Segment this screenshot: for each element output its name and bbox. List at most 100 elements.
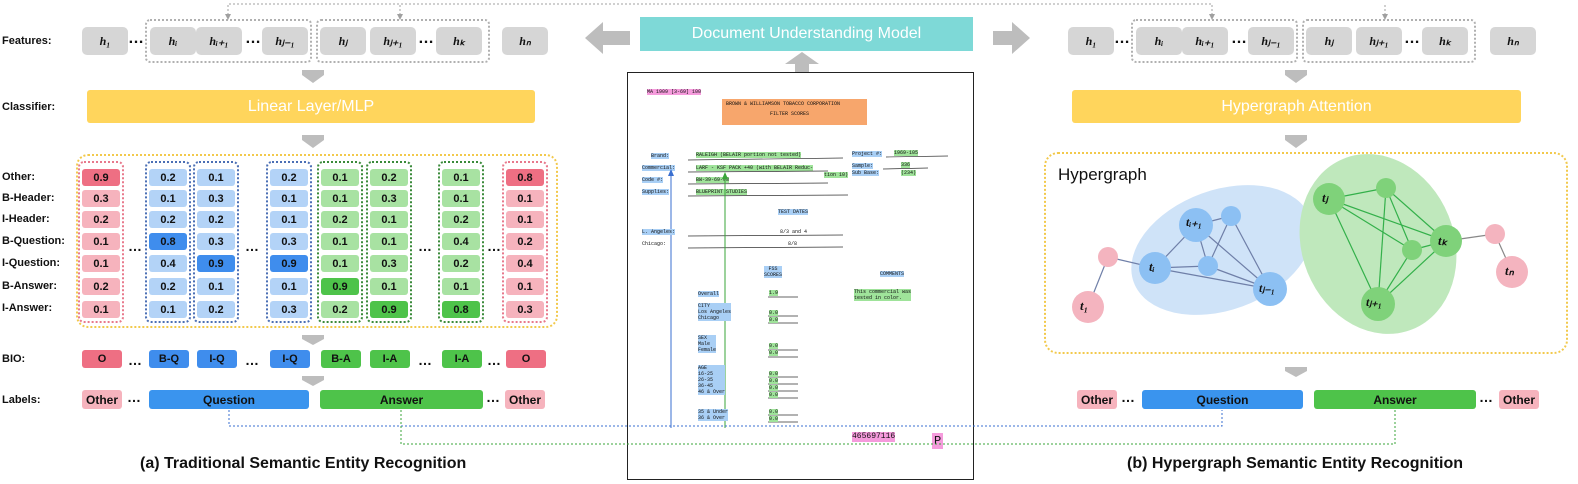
doc-a-project: 1969-105 bbox=[894, 150, 919, 156]
doc-age-1: 16-25 bbox=[698, 371, 714, 377]
node-t1 bbox=[1072, 291, 1104, 323]
down-arrow-icon bbox=[302, 135, 324, 140]
doc-city-h: CITY bbox=[698, 303, 711, 309]
b-header-label: B-Header: bbox=[2, 192, 55, 204]
doc-v10: 0.0 bbox=[769, 416, 779, 422]
down-arrow-icon bbox=[1285, 140, 1307, 148]
doc-v8: 0.0 bbox=[769, 392, 779, 398]
doc-v3: 0.0 bbox=[769, 343, 779, 349]
prob-cell: 0.1 bbox=[442, 278, 480, 295]
prob-cell: 0.4 bbox=[442, 233, 480, 250]
prob-cell: 0.3 bbox=[270, 233, 308, 250]
feature-group-i bbox=[145, 19, 312, 63]
doc-v5: 0.0 bbox=[769, 371, 779, 377]
hypergraph-box bbox=[1044, 152, 1568, 354]
bio-tag: B-A bbox=[321, 350, 361, 368]
prob-cell: 0.1 bbox=[370, 211, 408, 228]
feature-hi: hᵢ bbox=[150, 27, 196, 55]
prob-cell: 0.1 bbox=[506, 278, 544, 295]
node-label-t1: t₁ bbox=[1080, 298, 1089, 313]
doc-q-supplies: Supplies: bbox=[642, 189, 670, 195]
right-label-other: Other bbox=[1077, 390, 1117, 409]
prob-cell: 0.2 bbox=[321, 211, 359, 228]
up-arrow-icon bbox=[785, 52, 819, 74]
prob-cell: 0.2 bbox=[149, 278, 187, 295]
doc-q-brand: Brand: bbox=[651, 153, 670, 159]
hypergraph bbox=[1072, 154, 1528, 334]
prob-cell: 0.1 bbox=[82, 255, 120, 272]
doc-q-code: Code #: bbox=[642, 177, 664, 183]
feature-hk: hₖ bbox=[436, 27, 482, 55]
prob-column-box bbox=[317, 161, 363, 323]
label-dots: … bbox=[1479, 389, 1494, 405]
labels-label: Labels: bbox=[2, 394, 41, 406]
probability-table bbox=[76, 154, 558, 328]
prob-cell: 0.2 bbox=[370, 169, 408, 186]
node-tj bbox=[1313, 183, 1345, 215]
feature-hj1: hⱼ₊₁ bbox=[370, 27, 416, 55]
node-tj-1 bbox=[1253, 272, 1287, 306]
down-arrow-icon bbox=[302, 140, 324, 148]
ellipsis-dots: … bbox=[487, 352, 502, 368]
bio-tag: O bbox=[82, 350, 122, 368]
node-tk bbox=[1430, 225, 1462, 257]
node-label-tn: tₙ bbox=[1505, 263, 1514, 278]
node-other2 bbox=[1485, 224, 1505, 244]
prob-cell: 0.1 bbox=[321, 255, 359, 272]
node-a2 bbox=[1402, 240, 1422, 260]
node-tj1 bbox=[1361, 287, 1395, 321]
doc-v2: 0.0 bbox=[769, 317, 779, 323]
doc-comment-2: tested in color. bbox=[854, 295, 903, 301]
prob-cell: 0.2 bbox=[442, 255, 480, 272]
prob-cell: 0.1 bbox=[82, 301, 120, 318]
node-q bbox=[1221, 206, 1241, 226]
prob-cell: 0.2 bbox=[197, 301, 235, 318]
feature-dots: … bbox=[245, 30, 262, 47]
node-ti bbox=[1139, 252, 1171, 284]
feature-dots: … bbox=[1404, 30, 1421, 47]
doc-age: AGE 16-25 26-35 36-45 46 & Over bbox=[698, 365, 726, 395]
feature-group-i-right bbox=[1131, 19, 1298, 63]
down-arrow-icon bbox=[302, 380, 324, 386]
prob-cell: 0.1 bbox=[270, 190, 308, 207]
doc-test-dates: TEST DATES bbox=[778, 209, 809, 215]
feature-hi-right: hᵢ bbox=[1136, 27, 1182, 55]
feature-h1-right: h₁ bbox=[1068, 27, 1114, 55]
prob-cell: 0.1 bbox=[270, 278, 308, 295]
feature-dots: … bbox=[1231, 30, 1248, 47]
feature-dots: … bbox=[1114, 30, 1131, 47]
doc-overall: Overall bbox=[698, 291, 720, 297]
bio-tag: I-A bbox=[442, 350, 482, 368]
ellipsis-dots: … bbox=[418, 238, 433, 254]
doc-q-la: L. Angeles: bbox=[642, 229, 676, 235]
doc-a-chi: 8/8 bbox=[788, 241, 798, 247]
doc-age-h: AGE bbox=[698, 365, 708, 371]
prob-cell: 0.1 bbox=[197, 278, 235, 295]
prob-cell: 0.9 bbox=[197, 255, 235, 272]
doc-q-chi: Chicago: bbox=[642, 241, 667, 247]
prob-column-box bbox=[145, 161, 191, 323]
bio-tag: O bbox=[506, 350, 546, 368]
doc-sex-f: Female bbox=[698, 347, 717, 353]
prob-column-box bbox=[438, 161, 484, 323]
feature-hi1-right: hᵢ₊₁ bbox=[1182, 27, 1228, 55]
doc-v7: 0.0 bbox=[769, 385, 779, 391]
prob-cell: 0.2 bbox=[82, 278, 120, 295]
bio-tag: I-A bbox=[370, 350, 410, 368]
feature-hj-right: hⱼ bbox=[1306, 27, 1352, 55]
prob-cell: 0.2 bbox=[442, 211, 480, 228]
prob-column-box bbox=[366, 161, 412, 323]
node-tn bbox=[1496, 256, 1528, 288]
feature-hj: hⱼ bbox=[320, 27, 366, 55]
prob-cell: 0.3 bbox=[370, 190, 408, 207]
down-arrow-icon bbox=[302, 339, 324, 345]
doc-lines bbox=[668, 155, 949, 428]
prob-cell: 0.8 bbox=[149, 233, 187, 250]
prob-cell: 0.8 bbox=[506, 169, 544, 186]
node-label-tj: tⱼ bbox=[1322, 190, 1328, 205]
node-label-tj-1: tⱼ₋₁ bbox=[1259, 281, 1275, 295]
left-caption: (a) Traditional Semantic Entity Recognit… bbox=[140, 455, 467, 472]
doc-a-supplies: BLUEPRINT STUDIES bbox=[696, 189, 748, 195]
feature-h1: h₁ bbox=[82, 27, 128, 55]
down-arrow-icon bbox=[1285, 75, 1307, 83]
